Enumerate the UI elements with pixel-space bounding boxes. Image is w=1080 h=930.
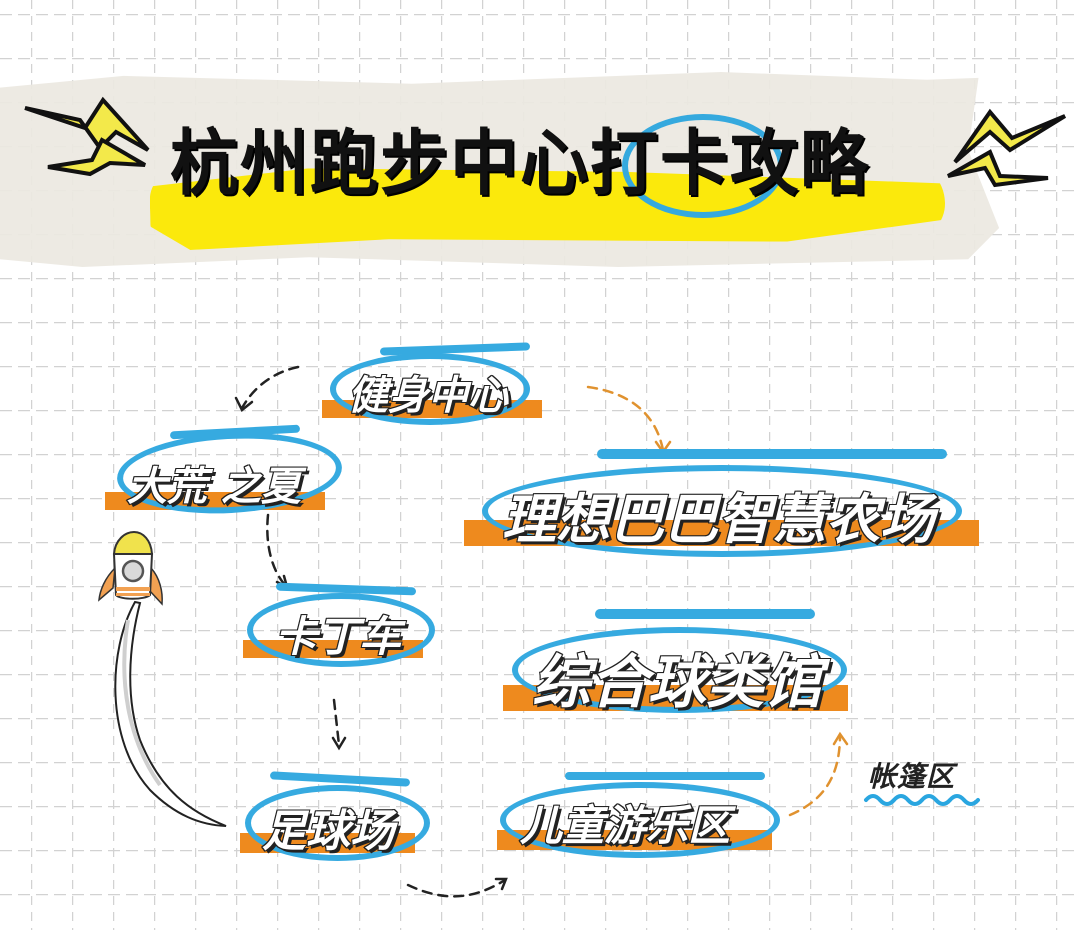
node-label: 理想巴巴智慧农场 bbox=[501, 487, 935, 552]
node-go-kart: 卡丁车 bbox=[243, 582, 443, 670]
page-title: 杭州跑步中心打卡攻略 bbox=[170, 123, 871, 206]
node-label: 大荒 之夏 bbox=[126, 463, 302, 511]
node-label: 健身中心 bbox=[347, 372, 509, 420]
node-lixiang-farm: 理想巴巴智慧农场 bbox=[462, 445, 982, 560]
node-kids-playground: 儿童游乐区 bbox=[495, 772, 795, 862]
node-label: 综合球类馆 bbox=[531, 647, 823, 717]
title-highlight-circle bbox=[622, 114, 784, 218]
node-ball-arena: 综合球类馆 bbox=[500, 605, 860, 717]
node-dahuang-summer: 大荒 之夏 bbox=[105, 424, 345, 519]
node-label: 卡丁车 bbox=[274, 611, 402, 662]
node-fitness-center: 健身中心 bbox=[320, 342, 550, 425]
node-label: 足球场 bbox=[261, 805, 395, 858]
node-label: 儿童游乐区 bbox=[519, 800, 731, 851]
tent-area-label: 帐篷区 bbox=[868, 760, 956, 793]
node-football-field: 足球场 bbox=[240, 771, 440, 865]
